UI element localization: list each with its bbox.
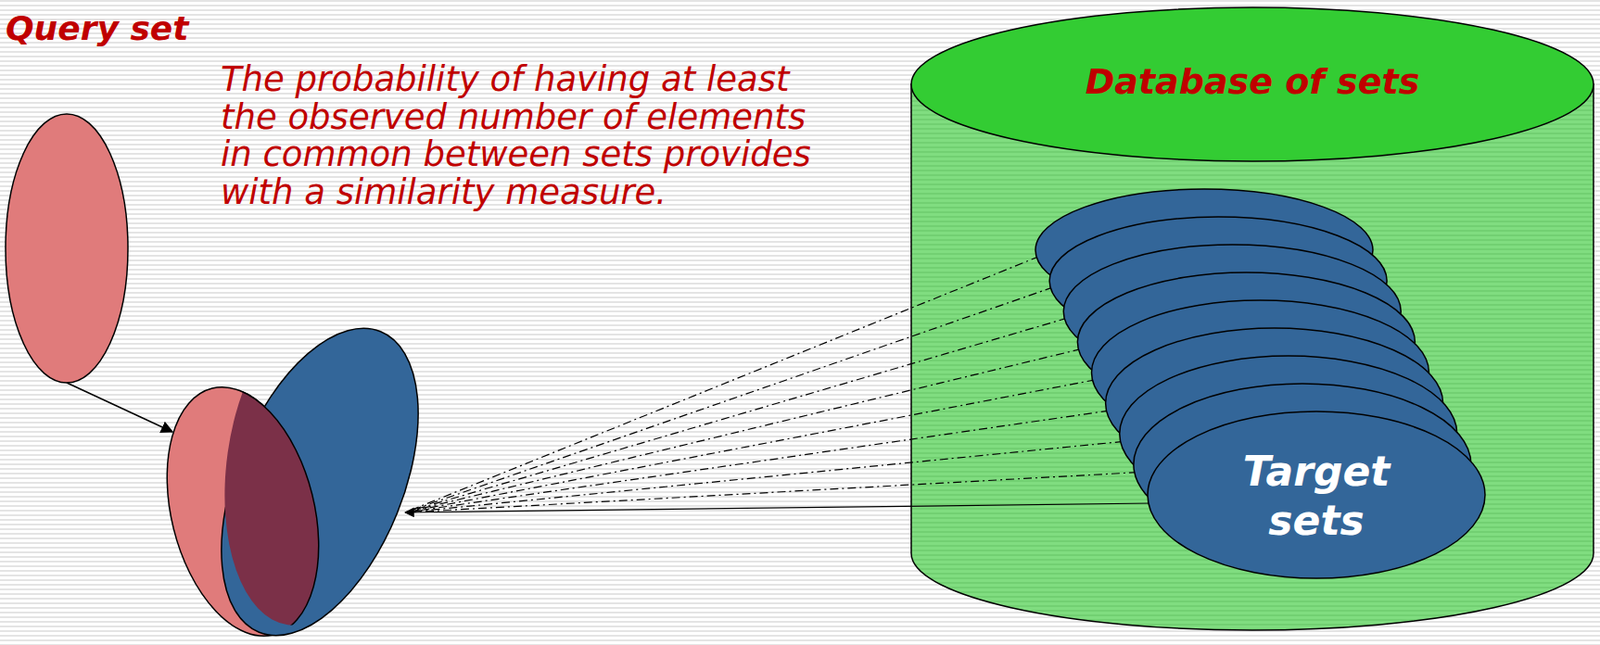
leader-lines xyxy=(405,256,1152,513)
note-text: The probability of having at least the o… xyxy=(220,61,833,213)
overlap-figure xyxy=(142,300,458,645)
database-cylinder: Database of setsTarget sets xyxy=(911,7,1594,638)
leader-line xyxy=(405,287,1054,513)
leader-line xyxy=(405,410,1110,513)
target-sets-stack-outline xyxy=(1035,189,1486,579)
query-set: Query set xyxy=(0,7,223,388)
leader-line xyxy=(405,256,1040,513)
leader-line xyxy=(405,380,1096,513)
query-set-outline xyxy=(0,7,223,388)
target-sets-stack: Target sets xyxy=(1035,189,1486,579)
leader-line xyxy=(405,317,1067,513)
leader-line xyxy=(405,503,1152,513)
leader-line xyxy=(405,472,1138,513)
query-arrow xyxy=(66,382,173,432)
target-sets-stack-label: Target sets xyxy=(1209,447,1423,547)
leader-line xyxy=(405,441,1124,513)
leader-line xyxy=(405,349,1081,514)
database-cylinder-label: Database of sets xyxy=(1085,61,1421,102)
query-set-label: Query set xyxy=(5,9,189,48)
